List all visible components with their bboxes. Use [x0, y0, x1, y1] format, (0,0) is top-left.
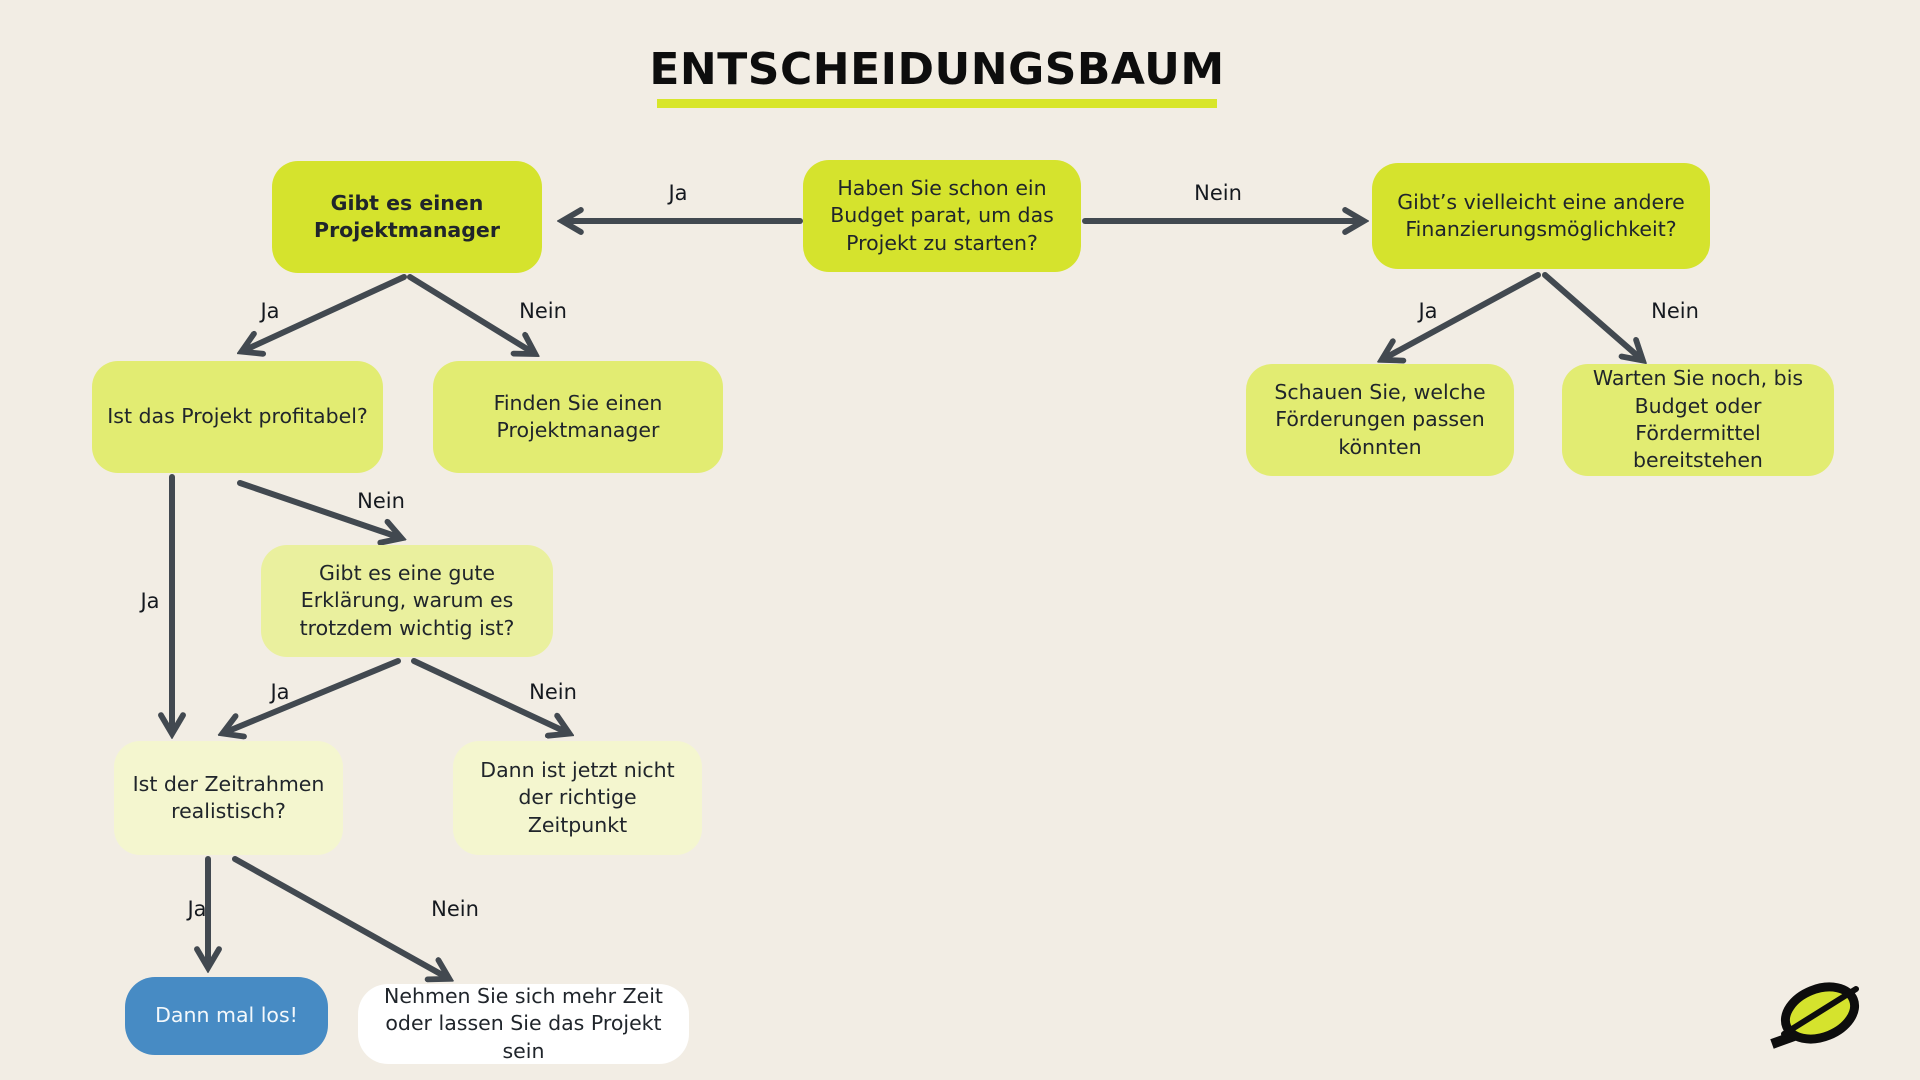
edge-label-finanzierung-ja: Ja: [1418, 299, 1438, 323]
node-schauen: Schauen Sie, welche Förderungen passen k…: [1246, 364, 1514, 476]
edge-label-profitabel-ja: Ja: [140, 589, 160, 613]
node-finanzierung: Gibt’s vielleicht eine andere Finanzieru…: [1372, 163, 1710, 269]
edge-label-erklaerung-nein: Nein: [529, 680, 577, 704]
page-title: ENTSCHEIDUNGSBAUM: [649, 44, 1225, 95]
node-finden: Finden Sie einen Projektmanager: [433, 361, 723, 473]
edge-label-budget-ja: Ja: [668, 181, 688, 205]
node-erklaerung: Gibt es eine gute Erklärung, warum es tr…: [261, 545, 553, 657]
node-profitabel: Ist das Projekt profitabel?: [92, 361, 383, 473]
node-dann-mal-los: Dann mal los!: [125, 977, 328, 1055]
node-projektmanager: Gibt es einen Projektmanager: [272, 161, 542, 273]
node-budget: Haben Sie schon ein Budget parat, um das…: [803, 160, 1081, 272]
node-zeitrahmen: Ist der Zeitrahmen realistisch?: [114, 741, 343, 855]
edge-label-profitabel-nein: Nein: [357, 489, 405, 513]
leaf-logo-icon: [1770, 982, 1860, 1049]
edge-label-zeitrahmen-nein: Nein: [431, 897, 479, 921]
edge-label-budget-nein: Nein: [1194, 181, 1242, 205]
edge-label-finanzierung-nein: Nein: [1651, 299, 1699, 323]
page-title-block: ENTSCHEIDUNGSBAUM: [649, 45, 1224, 109]
edge-label-erklaerung-ja: Ja: [270, 680, 290, 704]
edge-label-pm-nein: Nein: [519, 299, 567, 323]
node-mehr-zeit: Nehmen Sie sich mehr Zeit oder lassen Si…: [358, 984, 689, 1064]
node-warten: Warten Sie noch, bis Budget oder Förderm…: [1562, 364, 1834, 476]
edge-label-pm-ja: Ja: [260, 299, 280, 323]
title-underline: [657, 99, 1217, 109]
edge-label-zeitrahmen-ja: Ja: [187, 897, 207, 921]
node-zeitpunkt: Dann ist jetzt nicht der richtige Zeitpu…: [453, 741, 702, 855]
